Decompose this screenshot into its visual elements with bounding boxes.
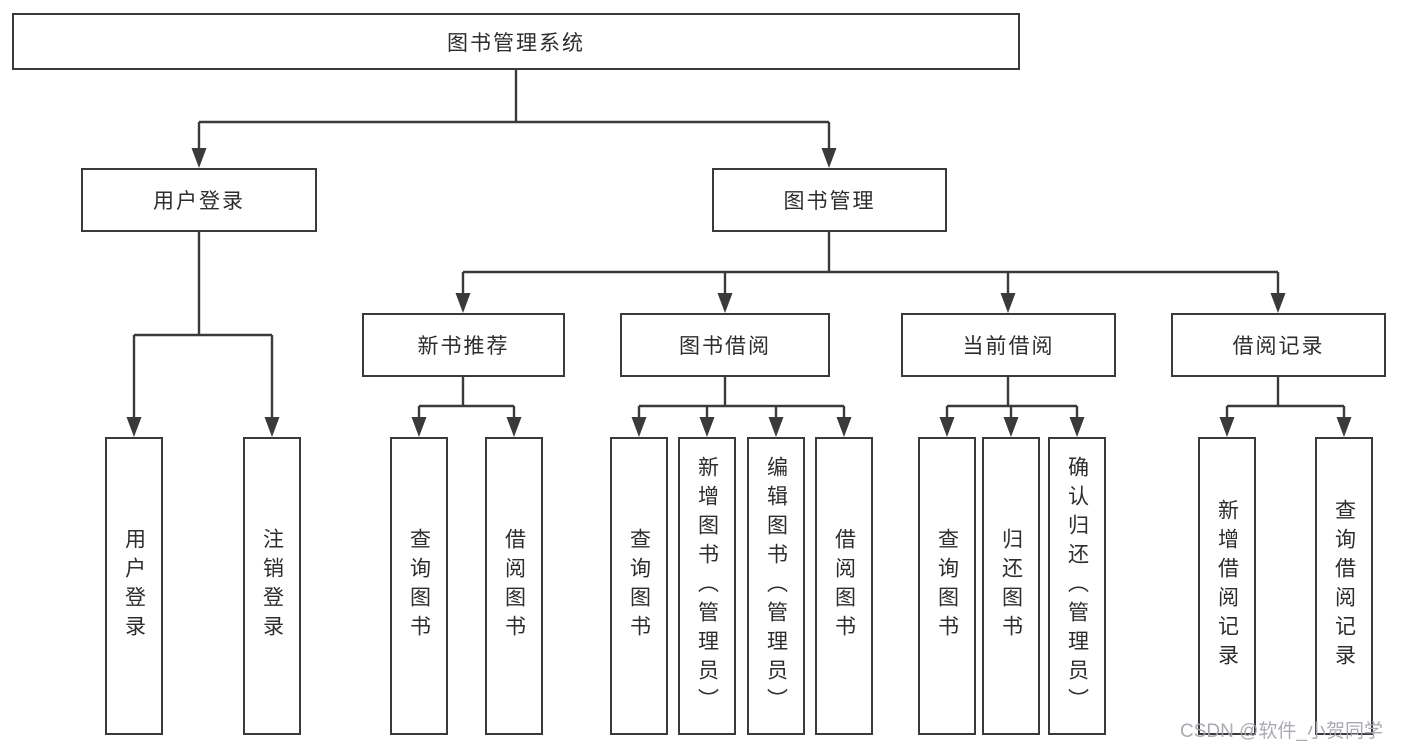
connector-bookborrow-to-leaves [631, 377, 852, 437]
connector-newbooks-to-leaves [411, 377, 522, 437]
leaf-query-books-borrow-label: 查询图书 [627, 528, 651, 644]
leaf-confirm-return-admin: 确认归还（管理员） [1048, 437, 1106, 735]
node-book-borrow-label: 图书借阅 [679, 335, 771, 358]
leaf-add-books-admin: 新增图书（管理员） [678, 437, 736, 735]
leaf-logout: 注销登录 [243, 437, 301, 735]
connector-currentborrow-to-leaves [939, 377, 1085, 437]
connector-root-to-level2 [191, 70, 837, 168]
leaf-query-borrow-record-label: 查询借阅记录 [1332, 499, 1356, 673]
leaf-query-books-current-label: 查询图书 [935, 528, 959, 644]
csdn-watermark: CSDN @软件_小贺同学 [1180, 721, 1383, 742]
leaf-borrow-books-recommend-label: 借阅图书 [502, 528, 526, 644]
connector-userlogin-to-leaves [126, 232, 280, 437]
node-book-borrow: 图书借阅 [620, 313, 830, 377]
leaf-user-login-label: 用户登录 [122, 528, 146, 644]
leaf-add-books-admin-label: 新增图书（管理员） [695, 455, 719, 717]
leaf-borrow-books: 借阅图书 [815, 437, 873, 735]
leaf-query-books-current: 查询图书 [918, 437, 976, 735]
leaf-query-books-borrow: 查询图书 [610, 437, 668, 735]
leaf-query-borrow-record: 查询借阅记录 [1315, 437, 1373, 735]
connector-borrowrecords-to-leaves [1219, 377, 1352, 437]
leaf-edit-books-admin-label: 编辑图书（管理员） [764, 455, 788, 717]
leaf-edit-books-admin: 编辑图书（管理员） [747, 437, 805, 735]
leaf-borrow-books-recommend: 借阅图书 [485, 437, 543, 735]
node-user-login: 用户登录 [81, 168, 317, 232]
leaf-logout-label: 注销登录 [260, 528, 284, 644]
node-user-login-label: 用户登录 [153, 190, 245, 213]
node-new-book-recommend: 新书推荐 [362, 313, 565, 377]
node-new-book-recommend-label: 新书推荐 [417, 335, 510, 358]
leaf-query-books-recommend-label: 查询图书 [407, 528, 431, 644]
node-current-borrow-label: 当前借阅 [962, 335, 1055, 358]
leaf-add-borrow-record-label: 新增借阅记录 [1215, 499, 1239, 673]
leaf-user-login: 用户登录 [105, 437, 163, 735]
node-book-management-label: 图书管理 [783, 190, 876, 213]
node-borrow-records-label: 借阅记录 [1232, 335, 1325, 358]
node-root-system: 图书管理系统 [12, 13, 1020, 70]
node-current-borrow: 当前借阅 [901, 313, 1116, 377]
leaf-return-books: 归还图书 [982, 437, 1040, 735]
leaf-borrow-books-label: 借阅图书 [832, 528, 856, 644]
connector-bookmgmt-to-level3 [455, 232, 1286, 313]
node-root-label: 图书管理系统 [447, 31, 585, 55]
leaf-confirm-return-admin-label: 确认归还（管理员） [1065, 455, 1089, 717]
node-book-management: 图书管理 [712, 168, 947, 232]
leaf-query-books-recommend: 查询图书 [390, 437, 448, 735]
leaf-add-borrow-record: 新增借阅记录 [1198, 437, 1256, 735]
node-borrow-records: 借阅记录 [1171, 313, 1386, 377]
leaf-return-books-label: 归还图书 [999, 528, 1023, 644]
